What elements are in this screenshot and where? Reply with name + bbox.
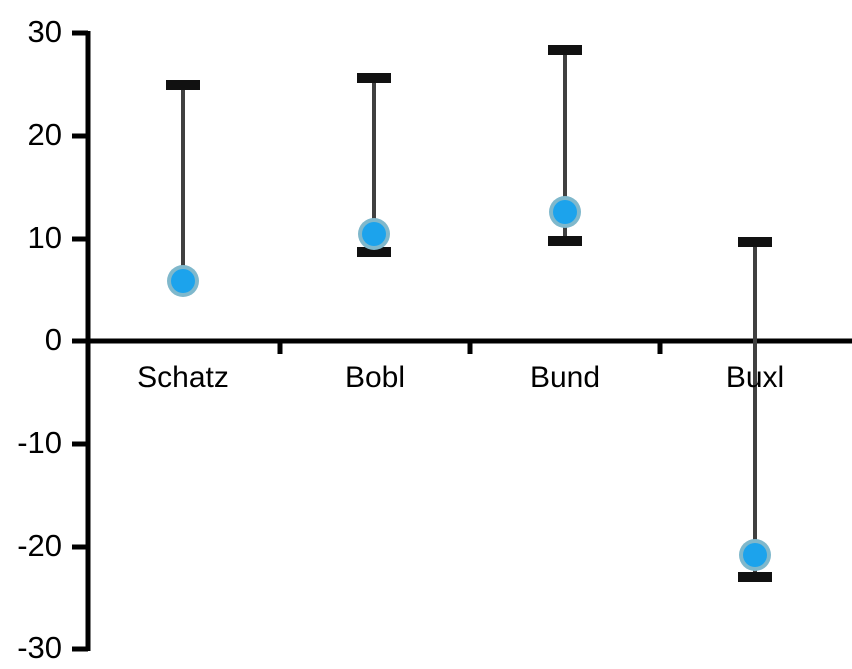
y-tick-label-20: 20 — [27, 117, 62, 152]
range-cap-high-bund — [548, 45, 582, 55]
x-axis-group — [86, 338, 852, 354]
value-marker-buxl — [743, 543, 767, 567]
y-tick-label-0: 0 — [44, 322, 62, 357]
range-cap-low-buxl — [738, 572, 772, 582]
y-tick-label-minus30: -30 — [17, 630, 62, 665]
x-category-label-bund: Bund — [529, 361, 601, 394]
range-cap-high-buxl — [738, 237, 772, 247]
range-cap-high-bobl — [357, 73, 391, 83]
value-marker-bund — [553, 200, 577, 224]
series-bobl — [357, 73, 391, 257]
x-category-label-buxl: Buxl — [725, 361, 785, 394]
range-cap-low-bund — [548, 236, 582, 246]
series-bund — [548, 45, 582, 246]
value-marker-schatz — [171, 269, 195, 293]
y-tick-label-10: 10 — [27, 220, 62, 255]
x-category-label-schatz: Schatz — [137, 361, 229, 394]
y-tick-label-30: 30 — [27, 14, 62, 49]
y-axis-group — [72, 30, 91, 652]
x-category-label-bobl: Bobl — [344, 361, 406, 394]
series-buxl — [738, 237, 772, 582]
range-cap-high-schatz — [166, 80, 200, 90]
y-tick-label-minus20: -20 — [17, 528, 62, 563]
y-tick-label-minus10: -10 — [17, 425, 62, 460]
range-cap-low-bobl — [357, 247, 391, 257]
value-marker-bobl — [362, 222, 386, 246]
series-schatz — [166, 80, 200, 297]
